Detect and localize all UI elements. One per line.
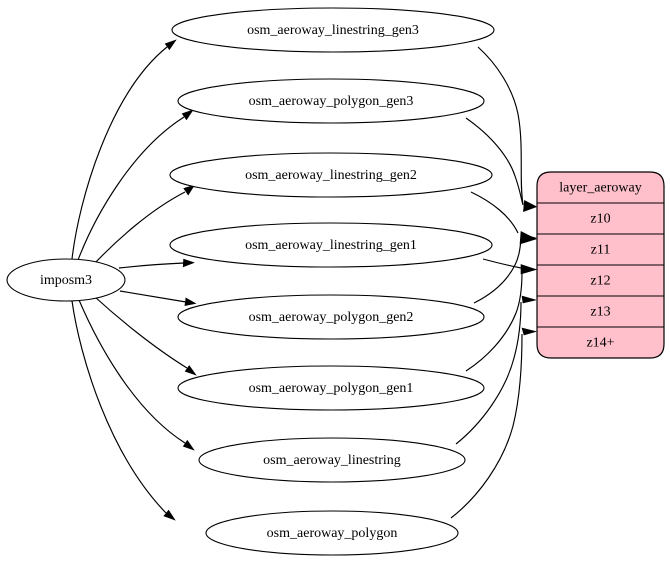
node-imposm3-shape[interactable]: [6, 258, 126, 302]
node-osm-aeroway-polygon-gen1-label: osm_aeroway_polygon_gen1: [249, 381, 414, 396]
node-osm-aeroway-polygon-gen2-shape[interactable]: [177, 294, 485, 340]
edge-imposm3-to-polygon-gen3: [77, 109, 194, 261]
node-osm-aeroway-polygon-gen3-label: osm_aeroway_polygon_gen3: [249, 94, 414, 109]
edge-polygon-gen3-to-z10: [465, 117, 537, 212]
node-osm-aeroway-linestring-gen3-label: osm_aeroway_linestring_gen3: [247, 23, 419, 38]
table-row-z13[interactable]: z13: [590, 305, 610, 320]
edge-linestring-to-z13: [455, 295, 537, 445]
edge-imposm3-to-polygon: [71, 300, 176, 521]
node-osm-aeroway-linestring-gen3[interactable]: osm_aeroway_linestring_gen3: [171, 7, 495, 53]
edge-imposm3-to-linestring-gen2: [94, 184, 196, 264]
node-osm-aeroway-linestring-gen3-shape[interactable]: [171, 7, 495, 53]
node-layer-aeroway-table[interactable]: layer_aeroway z10 z11 z12 z13 z14+: [536, 171, 665, 359]
node-osm-aeroway-linestring-gen1-shape[interactable]: [169, 222, 493, 268]
node-osm-aeroway-polygon-gen1-shape[interactable]: [177, 365, 485, 411]
node-osm-aeroway-polygon-gen2[interactable]: osm_aeroway_polygon_gen2: [177, 294, 485, 340]
node-osm-aeroway-linestring-gen2-label: osm_aeroway_linestring_gen2: [245, 168, 417, 183]
edge-imposm3-to-linestring-gen1: [118, 258, 195, 269]
table-row-z12[interactable]: z12: [590, 274, 610, 289]
node-osm-aeroway-polygon-shape[interactable]: [205, 510, 459, 556]
edge-imposm3-to-polygon-gen1: [94, 296, 197, 376]
node-osm-aeroway-linestring-gen2[interactable]: osm_aeroway_linestring_gen2: [169, 152, 493, 198]
node-imposm3[interactable]: imposm3: [6, 258, 126, 302]
edge-polygon-gen2-to-z11: [473, 233, 538, 304]
edge-polygon-gen1-to-z12: [465, 265, 538, 372]
edge-imposm3-to-polygon-gen2: [119, 290, 197, 306]
node-imposm3-label: imposm3: [40, 273, 92, 288]
table-row-z11[interactable]: z11: [591, 243, 611, 258]
node-osm-aeroway-polygon-gen3[interactable]: osm_aeroway_polygon_gen3: [177, 78, 485, 124]
node-osm-aeroway-linestring-gen2-shape[interactable]: [169, 152, 493, 198]
table-header-label: layer_aeroway: [559, 181, 641, 196]
node-osm-aeroway-linestring[interactable]: osm_aeroway_linestring: [198, 437, 466, 483]
edge-polygon-to-z14: [450, 327, 538, 519]
node-osm-aeroway-polygon[interactable]: osm_aeroway_polygon: [205, 510, 459, 556]
node-osm-aeroway-polygon-gen1[interactable]: osm_aeroway_polygon_gen1: [177, 365, 485, 411]
edges-source-to-nodes: [71, 39, 197, 521]
node-osm-aeroway-polygon-gen3-shape[interactable]: [177, 78, 485, 124]
table-row-z10[interactable]: z10: [590, 212, 610, 227]
edge-imposm3-to-linestring: [78, 299, 195, 451]
node-osm-aeroway-linestring-gen1[interactable]: osm_aeroway_linestring_gen1: [169, 222, 493, 268]
node-osm-aeroway-polygon-gen2-label: osm_aeroway_polygon_gen2: [249, 310, 414, 325]
edge-imposm3-to-linestring-gen3: [71, 39, 177, 260]
table-row-z14plus[interactable]: z14+: [586, 336, 614, 351]
node-osm-aeroway-linestring-label: osm_aeroway_linestring: [263, 453, 401, 468]
node-osm-aeroway-linestring-gen1-label: osm_aeroway_linestring_gen1: [245, 238, 417, 253]
edge-linestring-gen3-to-z10: [477, 46, 537, 212]
node-osm-aeroway-polygon-label: osm_aeroway_polygon: [267, 526, 398, 541]
node-osm-aeroway-linestring-shape[interactable]: [198, 437, 466, 483]
edges-nodes-to-table: [450, 46, 538, 519]
